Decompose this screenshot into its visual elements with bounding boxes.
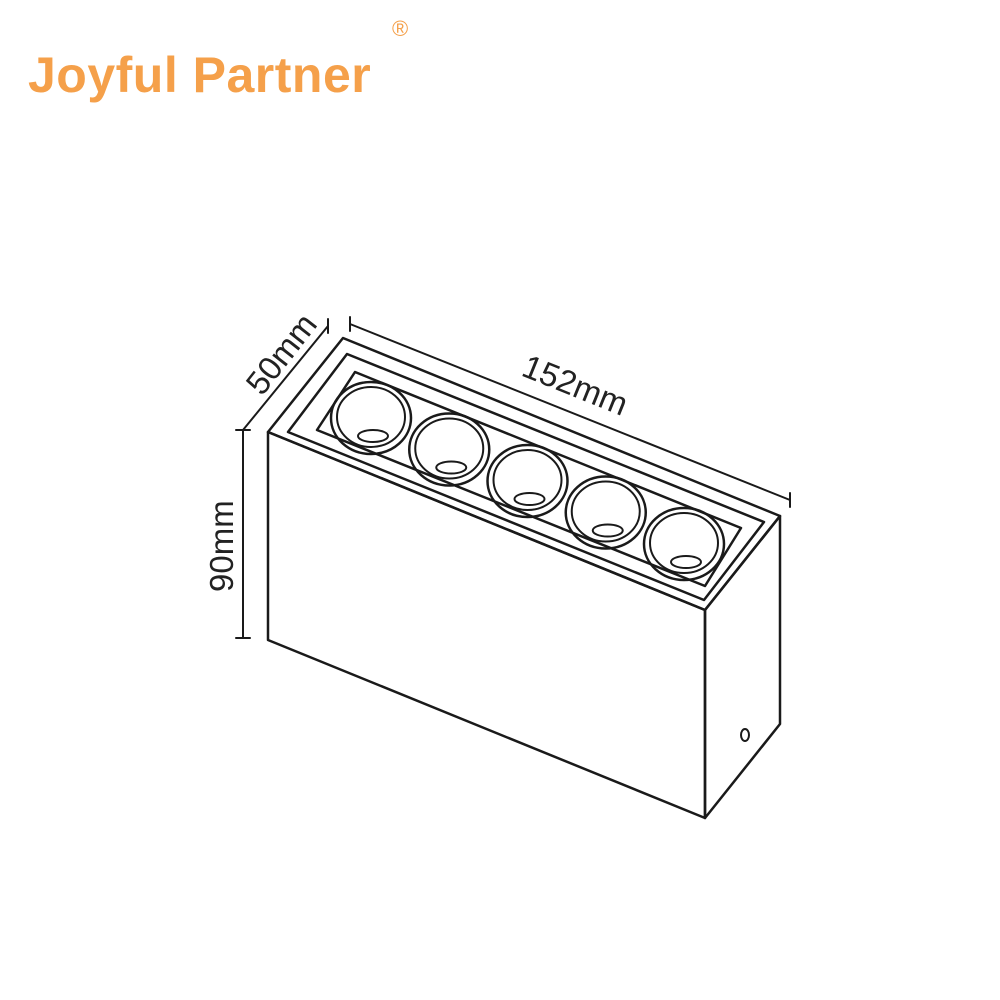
led-lens (408, 412, 491, 487)
lens-reflector (570, 480, 641, 543)
led-emitter (357, 429, 389, 443)
lens-rim (564, 475, 647, 550)
led-emitter (670, 555, 702, 569)
registered-trademark-mark: ® (392, 16, 409, 41)
led-lenses (329, 380, 726, 582)
depth-dimension-label: 50mm (238, 306, 324, 401)
lens-reflector (414, 417, 485, 480)
led-lens (642, 506, 726, 582)
led-lens (329, 380, 413, 456)
housing-front-face (266, 430, 707, 820)
led-lens (486, 443, 569, 519)
led-lens (564, 475, 647, 550)
lens-rim (642, 506, 726, 582)
length-dimension-line (349, 323, 791, 501)
housing-top-face (266, 336, 782, 612)
led-emitter (435, 460, 468, 475)
screw-hole (740, 728, 750, 742)
height-dimension-label: 90mm (203, 500, 240, 592)
lens-frame-outer (286, 352, 766, 602)
lens-rim (408, 412, 491, 487)
depth-dimension-line (242, 325, 329, 431)
led-emitter (591, 523, 624, 538)
lens-reflector (336, 386, 406, 448)
length-dimension-label: 152mm (517, 347, 633, 423)
lens-reflector (649, 512, 719, 574)
lens-reflector (492, 449, 563, 511)
led-emitter (513, 492, 546, 506)
lens-rim (486, 443, 569, 519)
brand-logo: Joyful Partner (28, 47, 372, 103)
lens-rim (329, 380, 413, 456)
